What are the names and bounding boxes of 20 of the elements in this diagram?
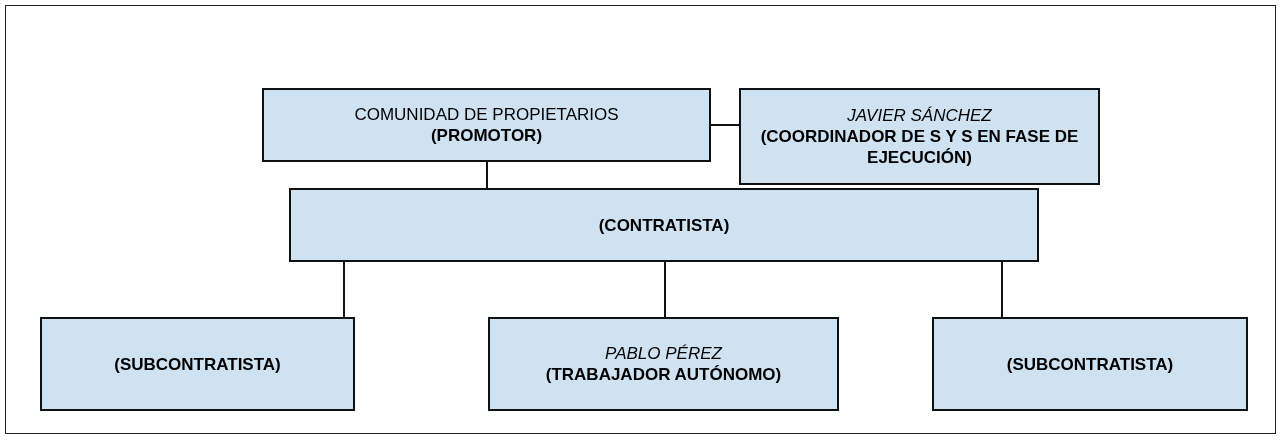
connector-line (1001, 261, 1003, 318)
role-label: (SUBCONTRATISTA) (114, 353, 281, 375)
org-box (932, 317, 1248, 411)
connector-line (710, 124, 740, 126)
name-label: PABLO PÉREZ (605, 343, 722, 364)
org-box (262, 88, 711, 162)
connector-line (486, 161, 488, 189)
org-box (739, 88, 1100, 185)
org-box (289, 188, 1039, 262)
role-label: (PROMOTOR) (430, 125, 543, 146)
name-label: JAVIER SÁNCHEZ (847, 105, 992, 126)
name-label: COMUNIDAD DE PROPIETARIOS (354, 104, 619, 125)
role-label: (TRABAJADOR AUTÓNOMO) (545, 364, 782, 385)
connector-line (343, 261, 345, 318)
org-box (40, 317, 355, 411)
org-box (488, 317, 839, 411)
role-label: (SUBCONTRATISTA) (1006, 353, 1174, 375)
connector-line (664, 261, 666, 318)
role-label: (CONTRATISTA) (598, 214, 730, 236)
role-label: (COORDINADOR DE S Y S EN FASE DE EJECUCIÓN) (759, 126, 1080, 168)
